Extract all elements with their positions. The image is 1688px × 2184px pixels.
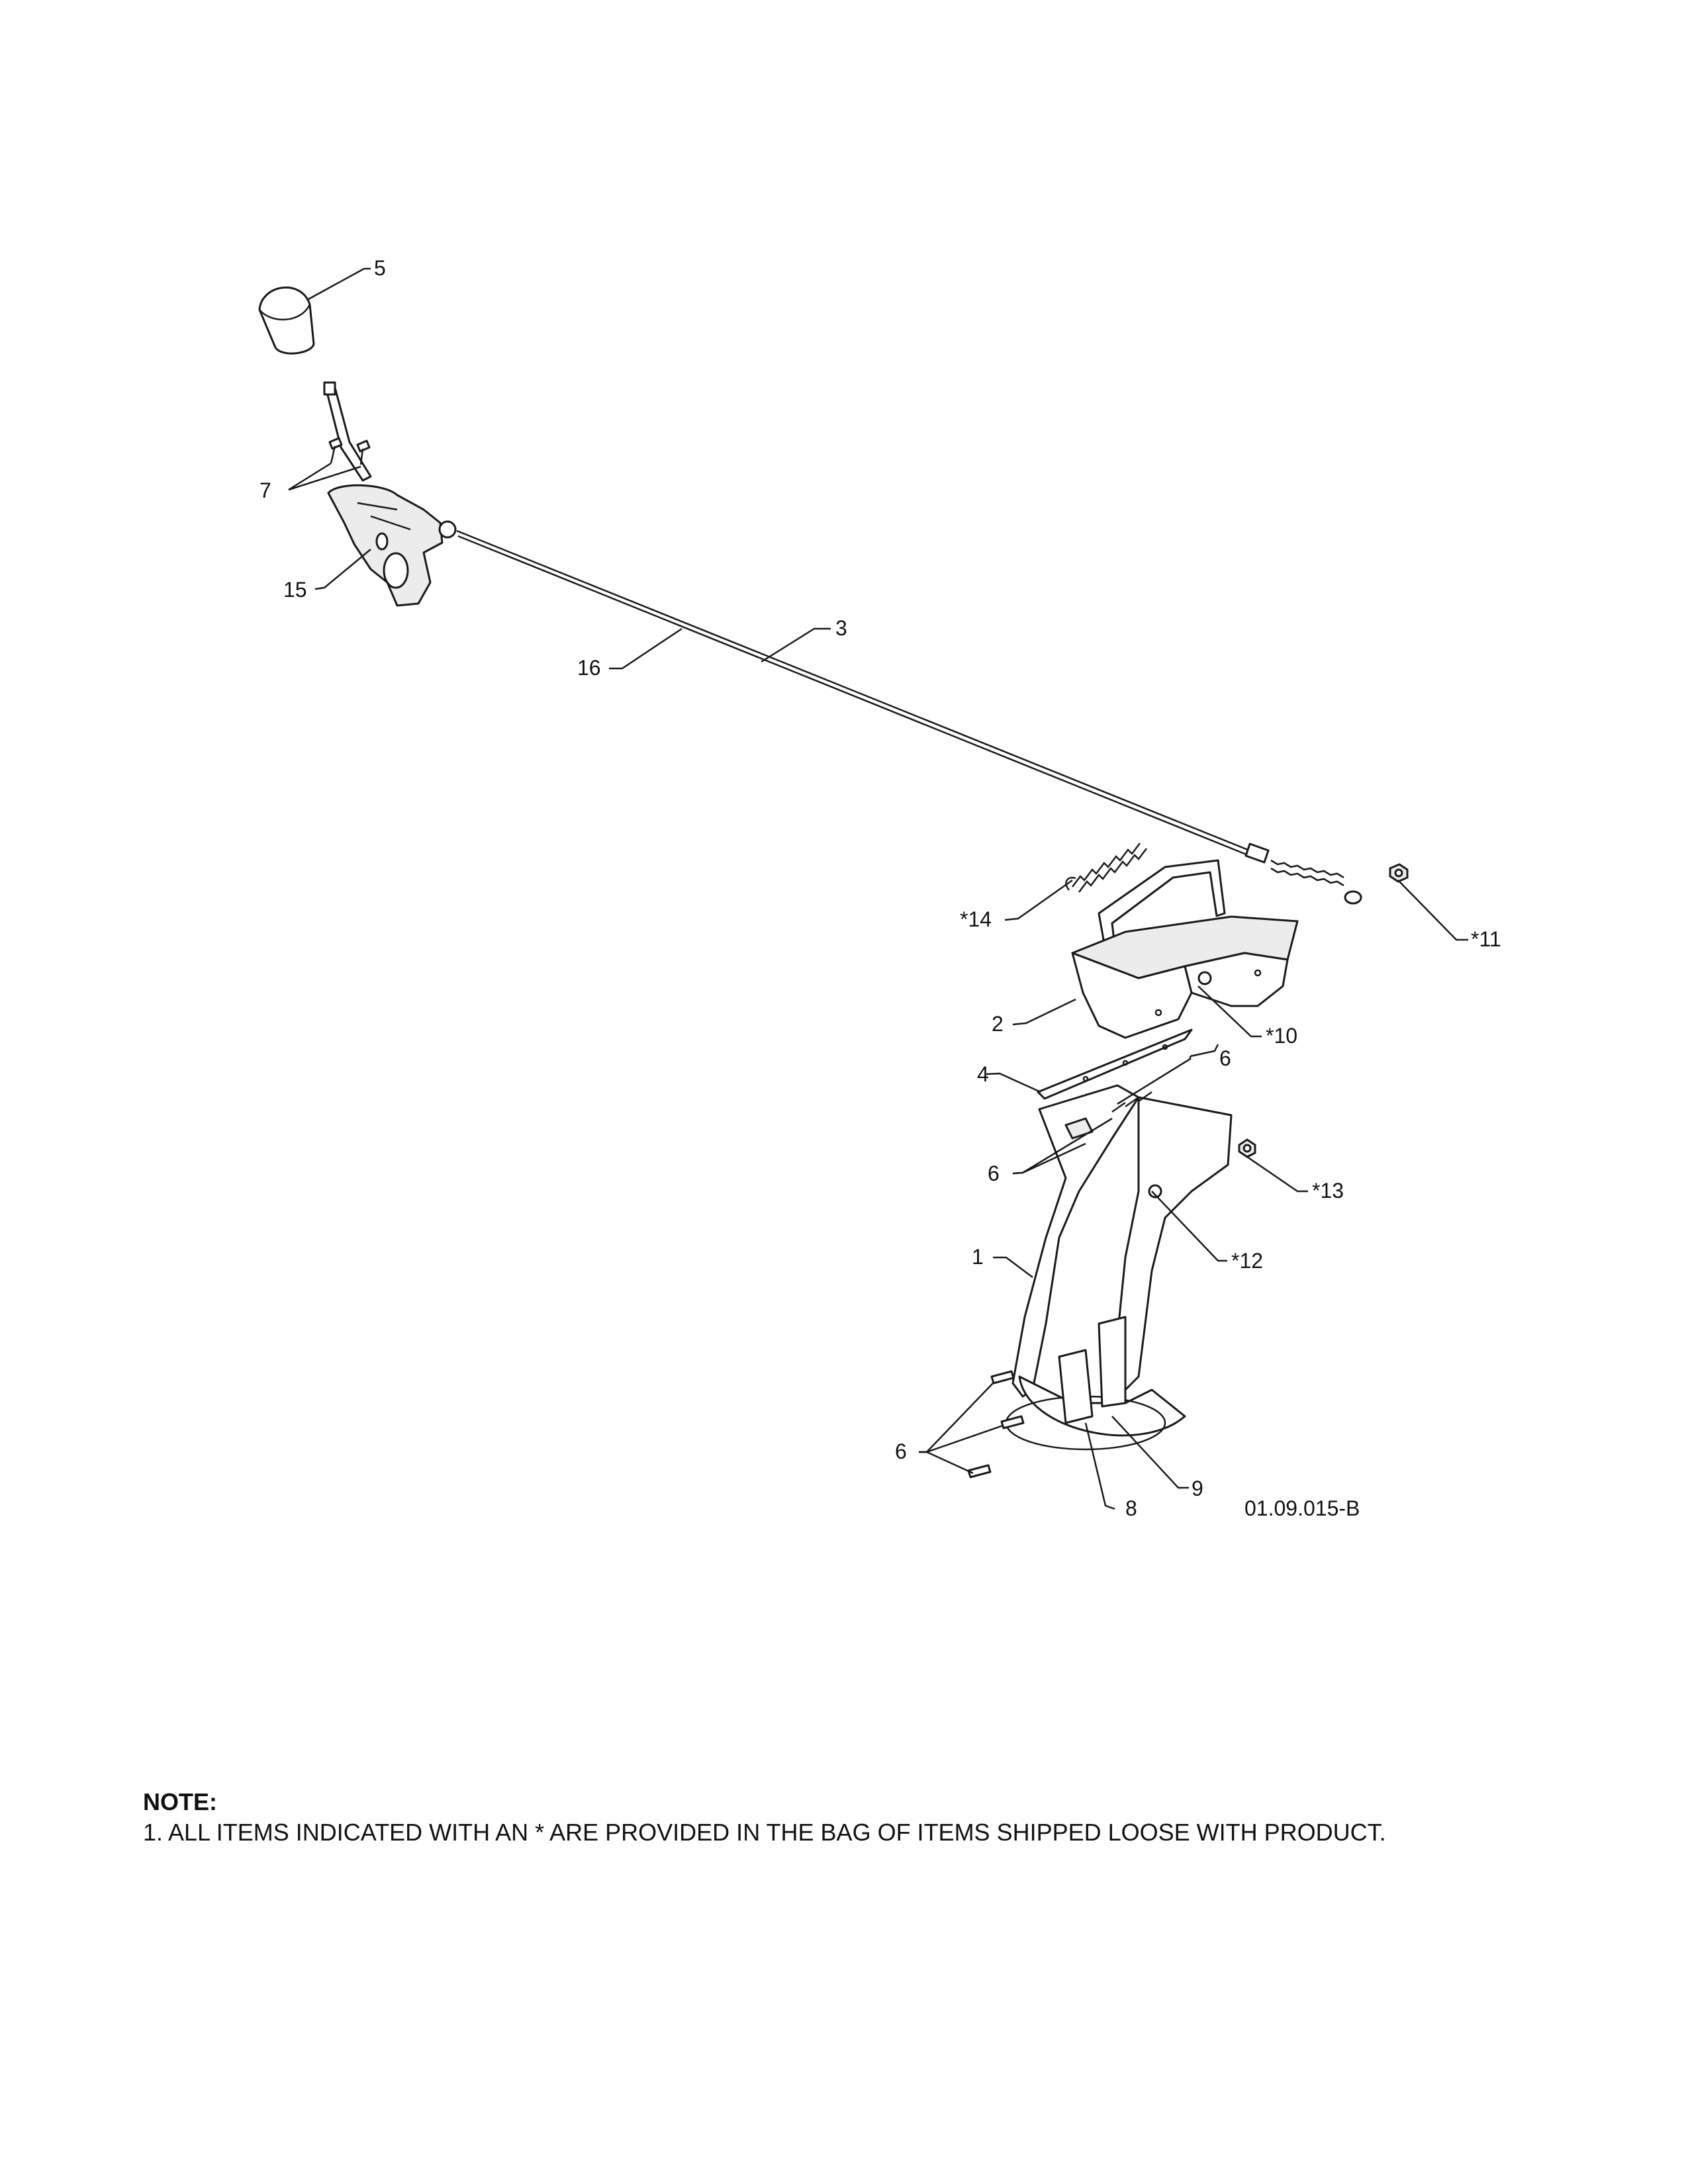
spring-part	[1065, 842, 1147, 893]
callout-4: 4	[977, 1062, 989, 1086]
note-heading: NOTE:	[143, 1788, 217, 1815]
knob-part	[258, 286, 315, 355]
nut-part	[1238, 1138, 1256, 1158]
callout-16: 16	[577, 656, 601, 680]
callout-2: 2	[992, 1012, 1004, 1036]
callout-15: 15	[283, 578, 307, 602]
note-block: NOTE: 1. ALL ITEMS INDICATED WITH AN * A…	[143, 1787, 1599, 1848]
callout-3: 3	[835, 616, 847, 640]
callout-8: 8	[1125, 1496, 1137, 1520]
callout-13: *13	[1312, 1179, 1344, 1203]
plate-part	[1037, 1028, 1193, 1100]
chute-part	[1005, 1084, 1233, 1451]
callout-12: *12	[1231, 1249, 1263, 1273]
note-line-1: 1. ALL ITEMS INDICATED WITH AN * ARE PRO…	[143, 1819, 1386, 1846]
callout-11: *11	[1471, 927, 1501, 951]
cable-part	[456, 529, 1362, 905]
deflector-part	[1071, 859, 1299, 1039]
shift-lever-part	[323, 381, 372, 482]
nut-part	[1389, 863, 1409, 883]
callout-7: 7	[259, 478, 271, 502]
callout-10: *10	[1266, 1024, 1297, 1048]
lever-bracket-part	[327, 484, 457, 607]
callout-6-middle: 6	[988, 1161, 1000, 1185]
callout-9: 9	[1192, 1477, 1203, 1500]
callout-6-bottom: 6	[895, 1439, 907, 1463]
screw-part	[967, 1370, 1025, 1479]
callout-6-top: 6	[1219, 1046, 1231, 1070]
callout-5: 5	[374, 256, 386, 280]
leader-lines	[288, 267, 1468, 1510]
callout-14: *14	[960, 907, 992, 931]
callout-1: 1	[972, 1245, 984, 1269]
figure-id: 01.09.015-B	[1244, 1496, 1360, 1520]
